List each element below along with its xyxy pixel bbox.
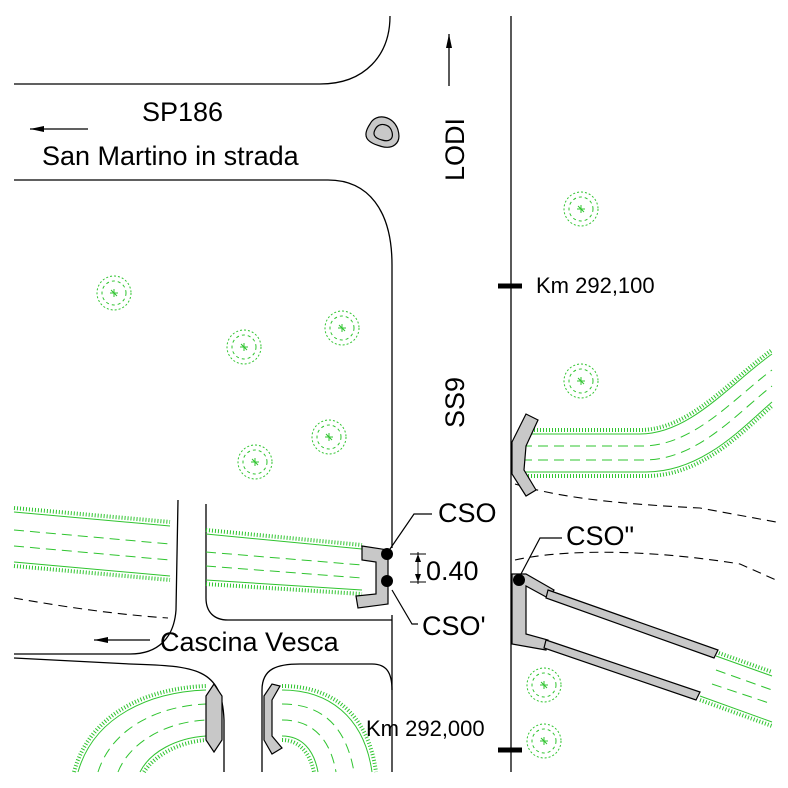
- cso-double-prime-point: [513, 574, 525, 586]
- ditch-east-upper: [522, 348, 774, 478]
- arrow-west-icon: [30, 126, 88, 132]
- arrow-north-icon: [446, 34, 452, 86]
- sp186-south-edge: [14, 179, 393, 548]
- sp186-north-edge: [14, 15, 391, 85]
- label-sp186: SP186: [142, 97, 223, 127]
- tree-icon: [526, 723, 562, 759]
- label-lodi: LODI: [440, 118, 470, 181]
- tree-icon: [237, 444, 273, 480]
- cascina-branch-edge: [14, 499, 179, 655]
- tree-icon: [563, 363, 599, 399]
- cso-prime-pointer: [391, 589, 418, 625]
- curb-south-east: [263, 683, 283, 755]
- east-dashed-edge-1: [514, 483, 777, 523]
- curbs: [205, 116, 719, 755]
- label-ss9: SS9: [440, 377, 470, 428]
- island-curb: [365, 116, 400, 148]
- label-dimension: 0.40: [426, 556, 479, 586]
- ditch-east-lower: [699, 650, 773, 728]
- tree-icon: [226, 329, 262, 365]
- label-san-martino: San Martino in strada: [42, 141, 300, 171]
- arrow-west-icon: [94, 637, 150, 643]
- pipe-lower: [543, 639, 701, 701]
- road-edges: [13, 15, 777, 772]
- tree-icon: [324, 310, 360, 346]
- label-cso: CSO: [438, 498, 497, 528]
- east-dashed-edge-2: [514, 551, 777, 581]
- tree-icon: [311, 419, 347, 455]
- cascina-south-edge-east: [261, 663, 393, 772]
- ditch-south-east: [281, 684, 378, 773]
- tree-icon: [563, 191, 599, 227]
- ditch-south-west: [72, 684, 207, 774]
- dimension-line: [410, 552, 426, 584]
- tree-icon: [526, 667, 562, 703]
- label-cso-double-prime: CSO": [566, 521, 634, 551]
- cso-point: [381, 548, 393, 560]
- cso-prime-point: [381, 575, 393, 587]
- ditch-west: [13, 506, 363, 596]
- curb-cso-east: [511, 573, 555, 651]
- cso-double-prime-pointer: [520, 537, 562, 575]
- label-cso-prime: CSO': [422, 611, 486, 641]
- cascina-north-edge: [205, 504, 392, 621]
- pipe-upper: [545, 589, 719, 659]
- curb-south-west: [205, 682, 223, 754]
- cascina-south-edge-west: [13, 657, 225, 772]
- cso-pointer: [389, 513, 432, 550]
- tree-icon: [96, 275, 132, 311]
- west-dashed-edge: [13, 597, 169, 619]
- curb-cso-west: [355, 545, 389, 609]
- label-cascina-vesca: Cascina Vesca: [160, 627, 340, 657]
- label-km-292-000: Km 292,000: [366, 716, 485, 741]
- curb-ss9-east-upper: [511, 413, 539, 497]
- label-km-292-100: Km 292,100: [536, 273, 655, 298]
